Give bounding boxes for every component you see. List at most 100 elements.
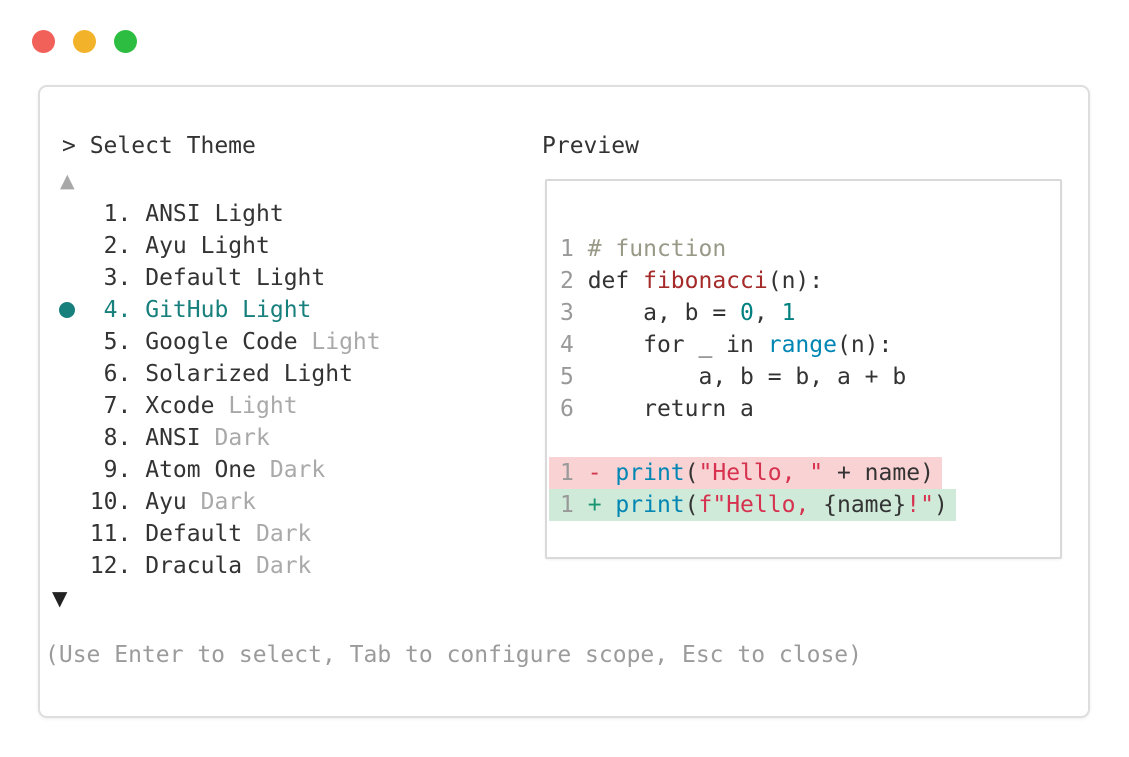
line-number: 1 — [560, 492, 588, 518]
diff-line-removed: 1 - print("Hello, " + name) — [549, 457, 1060, 489]
code-token: range — [767, 332, 837, 358]
code-token: return a — [587, 396, 754, 422]
code-token: f"Hello, — [698, 492, 824, 518]
line-number: 5 — [560, 364, 588, 390]
code-token: a, b = b, a + b — [587, 364, 907, 390]
code-token: - — [587, 460, 616, 486]
code-line: 2 def fibonacci(n): — [560, 265, 1060, 297]
theme-option[interactable]: 11. Default Dark — [76, 518, 381, 550]
theme-variant: Dark — [269, 457, 326, 483]
theme-name: Default — [145, 521, 256, 547]
code-token: + name) — [823, 460, 934, 486]
code-token: "Hello, " — [698, 460, 824, 486]
code-line: 3 a, b = 0, 1 — [560, 297, 1060, 329]
theme-name: Google Code — [145, 329, 312, 355]
theme-number: 9. — [103, 457, 132, 483]
theme-variant: Light — [256, 265, 326, 291]
code-token: a, b = — [587, 300, 741, 326]
diff-highlight-removed: 1 - print("Hello, " + name) — [549, 457, 942, 489]
window-traffic-lights — [32, 30, 137, 53]
theme-option[interactable]: 8.ANSI Dark — [76, 422, 381, 454]
scroll-down-icon[interactable]: ▼ — [52, 586, 68, 610]
line-number: 1 — [560, 236, 588, 262]
code-token: fibonacci — [643, 268, 768, 294]
theme-number: 12. — [89, 553, 132, 579]
theme-name: ANSI — [145, 201, 215, 227]
theme-option[interactable]: 6.Solarized Light — [76, 358, 381, 390]
code-token: {name} — [823, 492, 907, 518]
close-button[interactable] — [32, 30, 55, 53]
minimize-button[interactable] — [73, 30, 96, 53]
theme-picker-dialog: > Select Theme Preview ▲ 1. ANSI Light 2. A… — [38, 85, 1090, 718]
theme-option[interactable]: 4. GitHub Light — [59, 294, 381, 326]
theme-variant: Light — [283, 361, 353, 387]
diff-highlight-added: 1 + print(f"Hello, {name}!") — [549, 489, 956, 521]
code-token: (n): — [767, 268, 824, 294]
theme-variant: Dark — [256, 553, 312, 579]
theme-number: 11. — [89, 521, 132, 547]
theme-number: 3. — [103, 265, 132, 291]
theme-option[interactable]: 9. Atom One Dark — [76, 454, 381, 486]
theme-option[interactable]: 10. Ayu Dark — [76, 486, 381, 518]
line-number: 6 — [560, 396, 588, 422]
theme-variant: Dark — [256, 521, 312, 547]
preview-heading: Preview — [542, 133, 639, 159]
code-token: ( — [684, 492, 699, 518]
theme-number: 2. — [103, 233, 132, 259]
theme-option[interactable]: 1.ANSI Light — [76, 198, 381, 230]
theme-variant: Light — [311, 329, 381, 355]
line-number: 4 — [560, 332, 588, 358]
code-token: (n): — [836, 332, 893, 358]
code-line: 1 # function — [560, 233, 1060, 265]
theme-number: 8. — [103, 425, 132, 451]
line-number: 2 — [560, 268, 588, 294]
theme-name: Xcode — [145, 393, 229, 419]
theme-name: Atom One — [145, 457, 270, 483]
theme-option[interactable]: 3. Default Light — [76, 262, 381, 294]
theme-variant: Dark — [214, 425, 270, 451]
code-token: !" — [906, 492, 934, 518]
theme-name: Default — [145, 265, 256, 291]
theme-variant: Light — [228, 393, 298, 419]
code-token: + — [587, 492, 616, 518]
theme-number: 6. — [103, 361, 132, 387]
code-token: , — [753, 300, 782, 326]
line-number: 3 — [560, 300, 588, 326]
keyboard-hint: (Use Enter to select, Tab to configure s… — [45, 642, 862, 668]
code-line: 5 a, b = b, a + b — [560, 361, 1060, 393]
theme-option[interactable]: 2.Ayu Light — [76, 230, 381, 262]
theme-number: 5. — [103, 329, 132, 355]
code-token: 1 — [781, 300, 796, 326]
code-token: 0 — [740, 300, 754, 326]
code-token: for _ in — [587, 332, 768, 358]
code-token: # function — [587, 236, 727, 262]
theme-number: 1. — [103, 201, 132, 227]
theme-number: 10. — [89, 489, 132, 515]
code-token: def — [587, 268, 644, 294]
zoom-button[interactable] — [114, 30, 137, 53]
diff-line-added: 1 + print(f"Hello, {name}!") — [549, 489, 1060, 521]
code-line — [560, 425, 1060, 457]
theme-option[interactable]: 5. Google Code Light — [76, 326, 381, 358]
line-number: 1 — [560, 460, 588, 486]
code-token: ( — [684, 460, 699, 486]
code-line: 6 return a — [560, 393, 1060, 425]
theme-number: 7. — [103, 393, 132, 419]
theme-variant: Light — [242, 297, 312, 323]
theme-name: Dracula — [145, 553, 256, 579]
dialog-title: > Select Theme — [62, 133, 256, 159]
theme-name: Ayu — [145, 489, 201, 515]
theme-variant: Dark — [200, 489, 256, 515]
theme-option[interactable]: 7. Xcode Light — [76, 390, 381, 422]
code-token: print — [615, 492, 685, 518]
theme-name: Ayu — [145, 233, 201, 259]
scroll-up-icon[interactable]: ▲ — [60, 170, 75, 192]
theme-name: GitHub — [145, 297, 243, 323]
selected-bullet-icon — [59, 302, 75, 318]
code-token: print — [615, 460, 685, 486]
theme-number: 4. — [103, 297, 132, 323]
theme-option[interactable]: 12. Dracula Dark — [76, 550, 381, 582]
